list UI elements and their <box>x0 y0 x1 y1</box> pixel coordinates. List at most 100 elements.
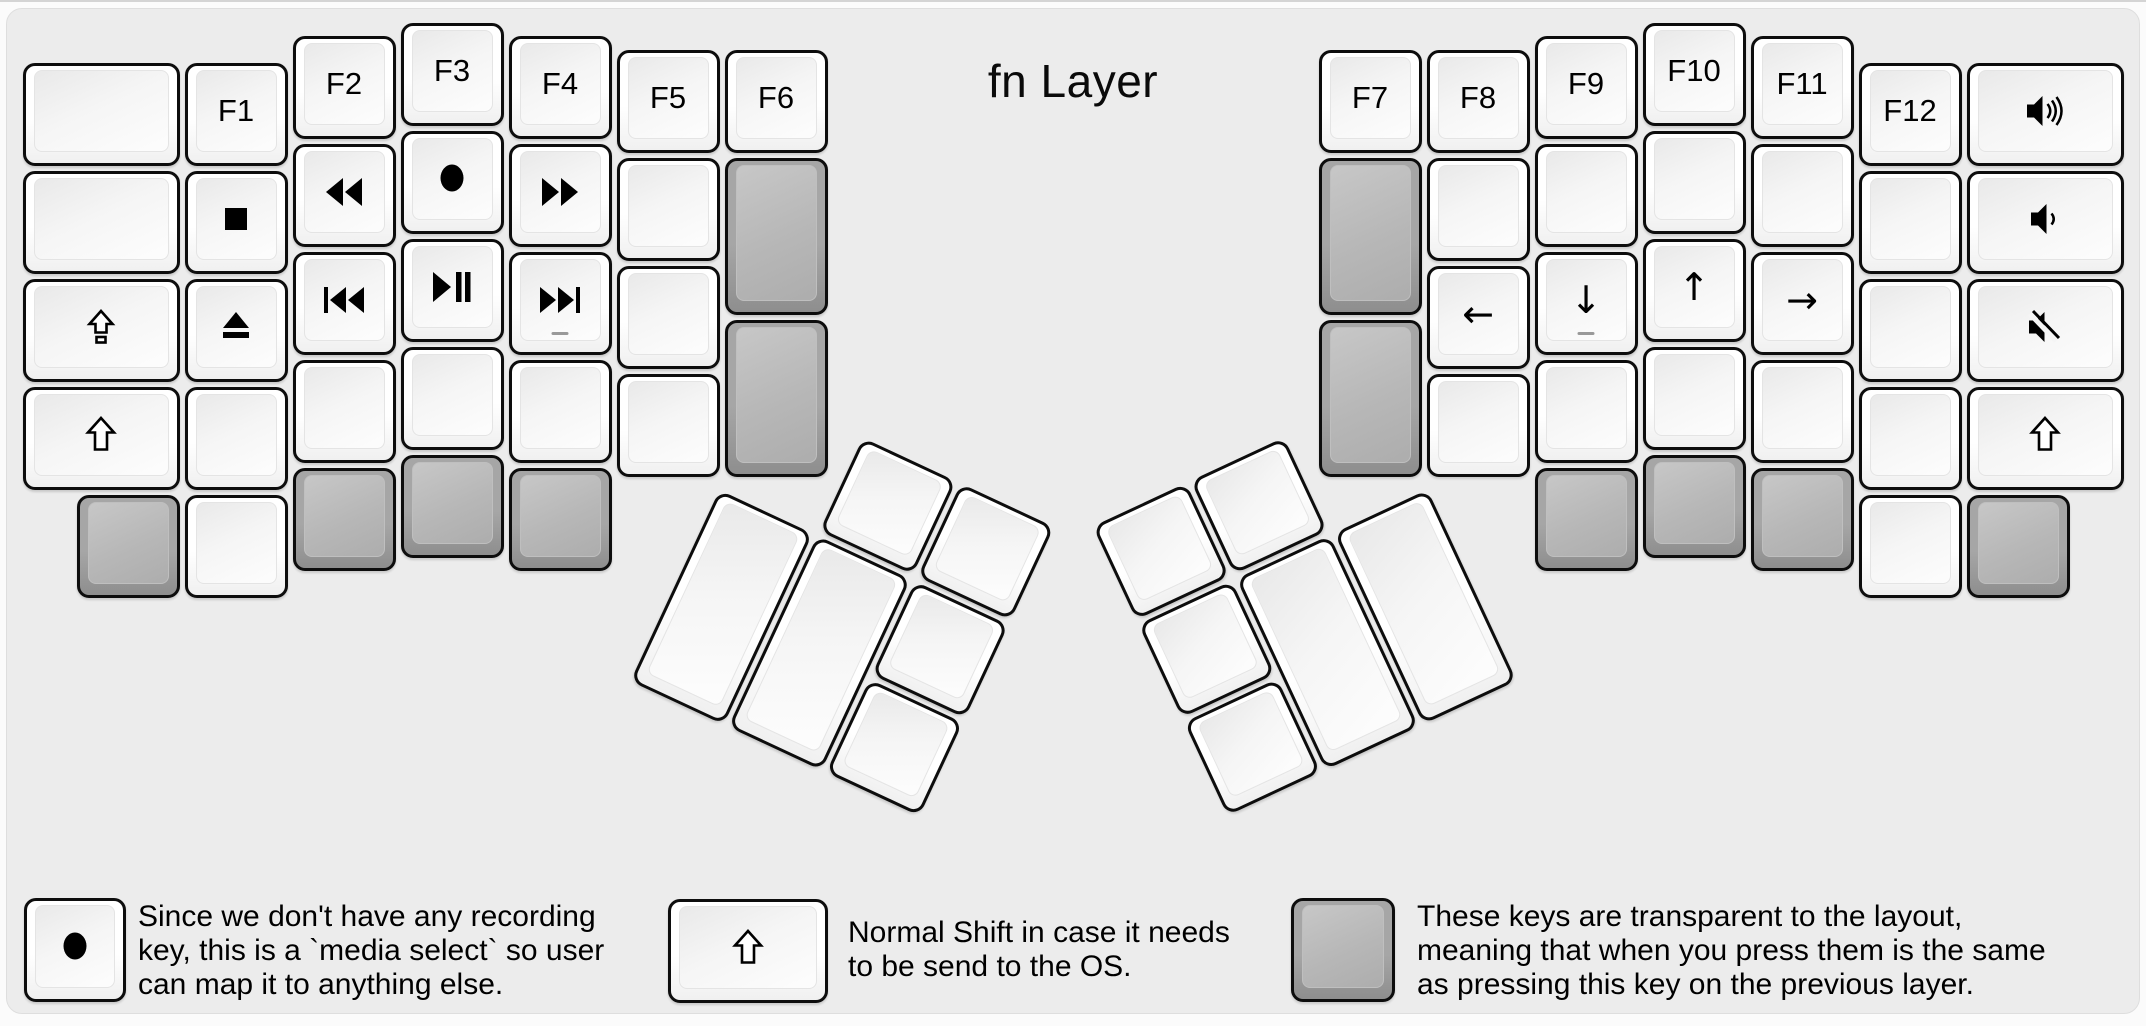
layer-title: fn Layer <box>987 55 1159 107</box>
key-f10[interactable]: F10 <box>1642 22 1746 126</box>
key-f3[interactable]: F3 <box>400 22 504 126</box>
key-blank[interactable] <box>1858 495 1962 598</box>
key-f9[interactable]: F9 <box>1534 36 1638 139</box>
key-blank[interactable] <box>1858 387 1962 490</box>
key-arrow-left[interactable]: ← <box>1426 265 1530 369</box>
legend-text-line: Since we don't have any recording <box>138 900 596 933</box>
key-transparent[interactable] <box>724 157 828 315</box>
volume-up-icon <box>2023 89 2067 133</box>
key-transparent[interactable] <box>508 468 612 571</box>
key-next-track[interactable] <box>508 252 612 355</box>
key-transparent[interactable] <box>292 468 396 571</box>
key-f2[interactable]: F2 <box>292 36 396 139</box>
key-label: F4 <box>541 66 579 101</box>
key-label: F10 <box>1667 52 1721 88</box>
key-mute[interactable] <box>1966 279 2124 382</box>
mute-icon <box>2023 305 2067 349</box>
legend-sample-key <box>668 899 828 1003</box>
play-pause-icon <box>430 265 474 309</box>
key-blank[interactable] <box>1642 130 1746 234</box>
key-f12[interactable]: F12 <box>1858 63 1962 166</box>
shift-icon <box>2023 413 2067 457</box>
volume-down-icon <box>2023 197 2067 241</box>
key-transparent[interactable] <box>1318 157 1422 315</box>
key-transparent[interactable] <box>1318 319 1422 477</box>
key-blank[interactable] <box>1534 144 1638 247</box>
legend-item-media-select: Since we don't have any recording key, t… <box>24 898 604 1002</box>
key-arrow-down[interactable]: ↓ <box>1534 252 1638 355</box>
legend-text-line: These keys are transparent to the layout… <box>1417 900 1963 933</box>
key-f4[interactable]: F4 <box>508 36 612 139</box>
key-blank[interactable] <box>400 346 504 450</box>
key-arrow-down-icon: ↓ <box>1570 278 1602 322</box>
key-blank[interactable] <box>22 171 180 274</box>
key-blank[interactable] <box>1858 279 1962 382</box>
key-arrow-up[interactable]: ↑ <box>1642 238 1746 342</box>
key-transparent[interactable] <box>1750 468 1854 571</box>
key-blank[interactable] <box>1750 360 1854 463</box>
key-blank[interactable] <box>1426 157 1530 261</box>
key-f5[interactable]: F5 <box>616 49 720 153</box>
key-media-select[interactable] <box>400 130 504 234</box>
key-f11[interactable]: F11 <box>1750 36 1854 139</box>
key-transparent[interactable] <box>724 319 828 477</box>
key-blank[interactable] <box>616 373 720 477</box>
key-blank[interactable] <box>616 157 720 261</box>
prev-track-icon <box>322 278 366 322</box>
shift-icon <box>79 413 123 457</box>
record-icon <box>430 157 474 201</box>
key-label: F7 <box>1351 79 1389 115</box>
key-caps-lock[interactable] <box>22 279 180 382</box>
legend-text-line: Normal Shift in case it needs <box>848 916 1230 949</box>
key-rewind[interactable] <box>292 144 396 247</box>
key-blank[interactable] <box>1642 346 1746 450</box>
eject-icon <box>214 305 258 349</box>
key-stop[interactable] <box>184 171 288 274</box>
key-blank[interactable] <box>184 495 288 598</box>
legend-item-transparent: These keys are transparent to the layout… <box>1291 898 2046 1002</box>
key-label: F3 <box>433 52 471 88</box>
legend-key-record <box>24 898 126 1002</box>
key-transparent[interactable] <box>400 454 504 558</box>
record-icon <box>53 925 97 969</box>
key-prev-track[interactable] <box>292 252 396 355</box>
key-f6[interactable]: F6 <box>724 49 828 153</box>
legend-key-shift <box>668 899 828 1003</box>
key-blank[interactable] <box>184 387 288 490</box>
legend-text: Since we don't have any recording key, t… <box>138 898 604 1002</box>
key-shift-left[interactable] <box>22 387 180 490</box>
key-volume-up[interactable] <box>1966 63 2124 166</box>
key-transparent[interactable] <box>1642 454 1746 558</box>
key-f7[interactable]: F7 <box>1318 49 1422 153</box>
key-label: F6 <box>757 79 795 115</box>
key-f8[interactable]: F8 <box>1426 49 1530 153</box>
key-blank[interactable] <box>1426 373 1530 477</box>
key-blank[interactable] <box>508 360 612 463</box>
key-label: F5 <box>649 79 687 115</box>
key-f1[interactable]: F1 <box>184 63 288 166</box>
key-transparent[interactable] <box>1966 495 2070 598</box>
key-transparent[interactable] <box>1534 468 1638 571</box>
key-play-pause[interactable] <box>400 238 504 342</box>
shift-icon <box>726 926 770 970</box>
key-blank[interactable] <box>1534 360 1638 463</box>
key-arrow-right[interactable]: → <box>1750 252 1854 355</box>
key-fast-forward[interactable] <box>508 144 612 247</box>
legend-sample-key <box>24 898 126 1002</box>
key-label: F1 <box>217 93 255 128</box>
key-shift-right[interactable] <box>1966 387 2124 490</box>
key-eject[interactable] <box>184 279 288 382</box>
key-blank[interactable] <box>292 360 396 463</box>
key-blank[interactable] <box>616 265 720 369</box>
key-label: F2 <box>325 66 363 101</box>
key-blank[interactable] <box>1750 144 1854 247</box>
key-blank[interactable] <box>1858 171 1962 274</box>
rewind-icon <box>322 170 366 214</box>
key-transparent[interactable] <box>76 495 180 598</box>
legend-text-line: can map it to anything else. <box>138 968 504 1001</box>
key-arrow-right-icon: → <box>1786 278 1818 322</box>
key-volume-down[interactable] <box>1966 171 2124 274</box>
legend-text-line: to be send to the OS. <box>848 950 1132 983</box>
key-blank[interactable] <box>22 63 180 166</box>
